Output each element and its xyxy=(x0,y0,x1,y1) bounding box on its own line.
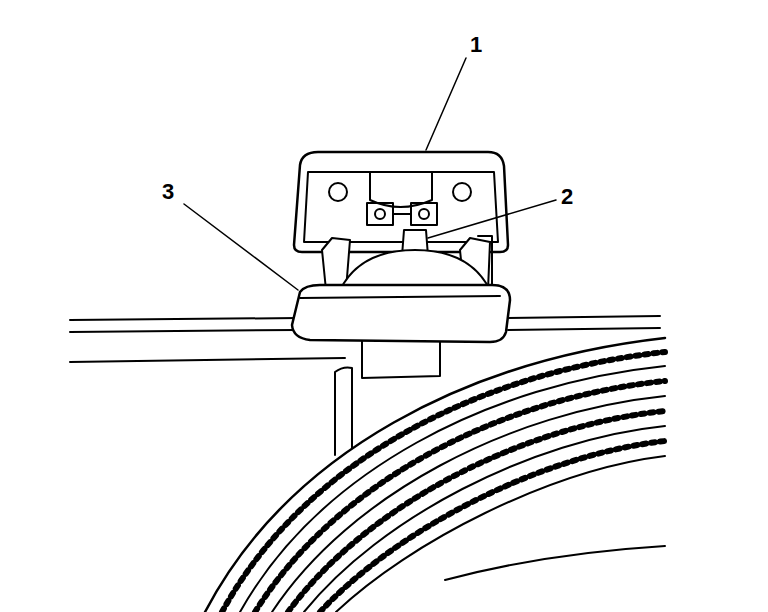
callout-number: 3 xyxy=(162,181,174,203)
bulb-socket xyxy=(322,230,492,290)
lamp-lens xyxy=(292,250,510,342)
lamp-housing xyxy=(294,152,508,252)
callout-number: 1 xyxy=(470,34,482,56)
callout-number: 2 xyxy=(561,186,573,208)
panel-line xyxy=(70,358,345,362)
tire xyxy=(205,338,665,612)
leader-line xyxy=(184,204,298,290)
mount-post xyxy=(335,368,352,456)
leader-line xyxy=(426,58,466,150)
leader-line xyxy=(428,200,556,238)
lamp-base xyxy=(362,340,440,378)
